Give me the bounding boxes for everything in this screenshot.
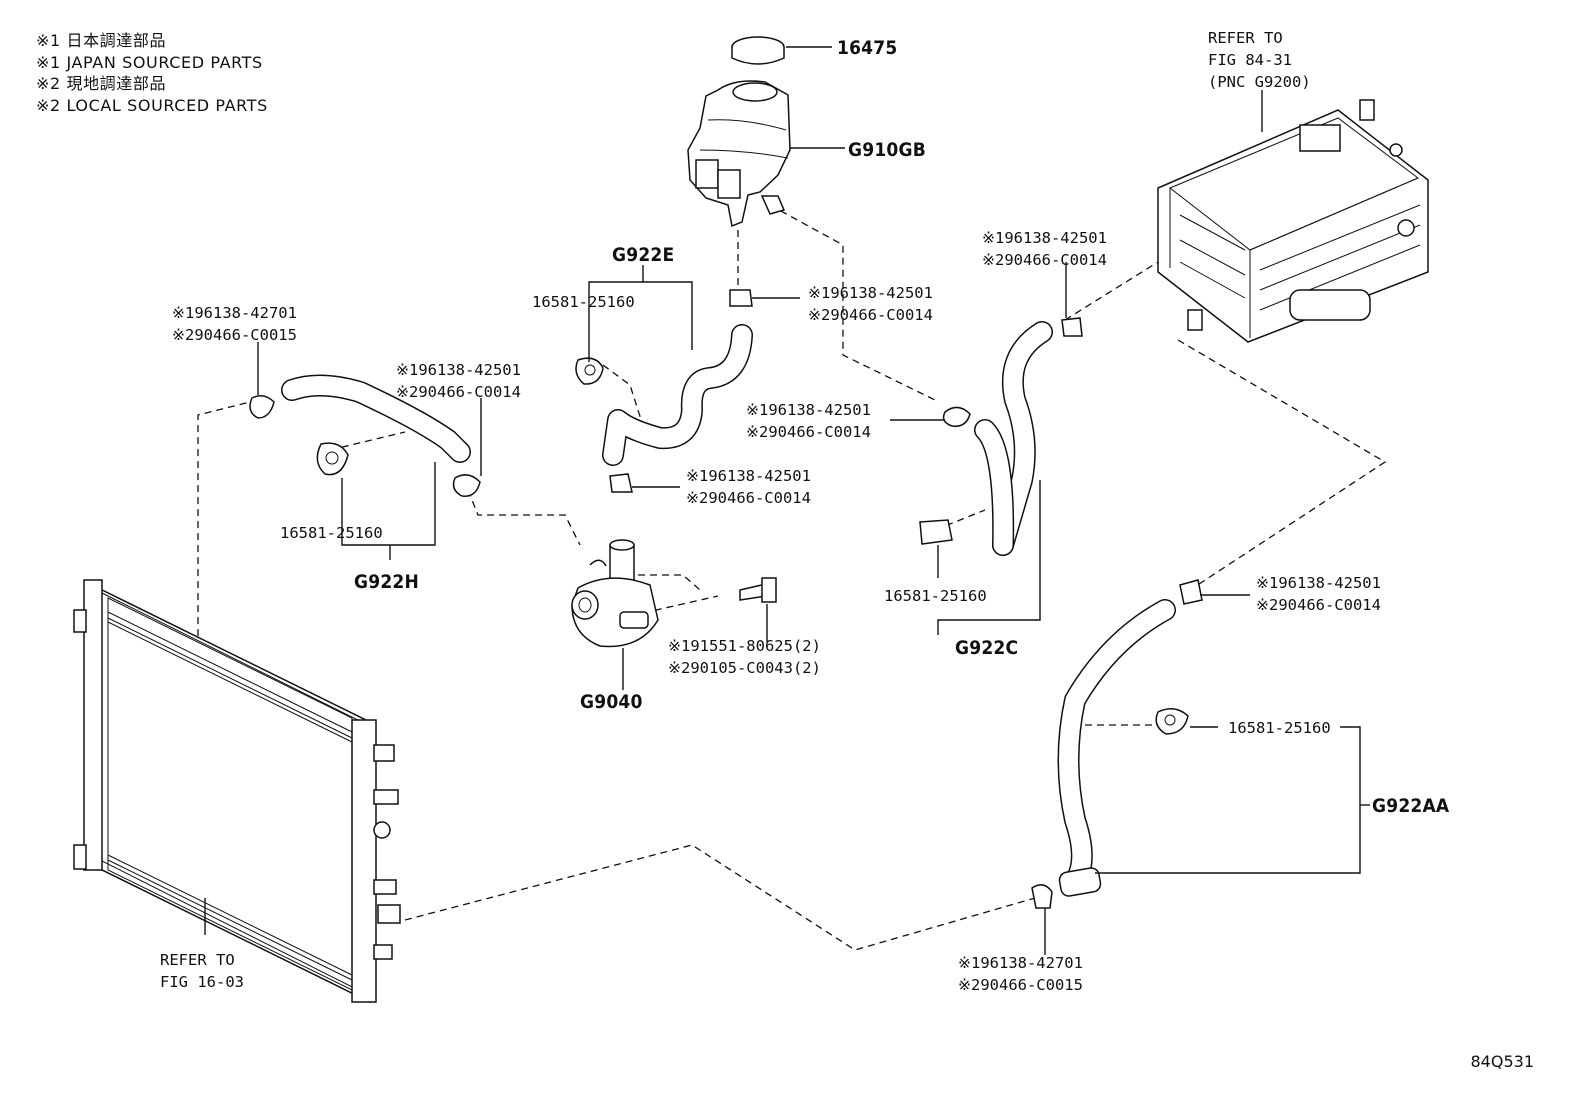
hose-g922e xyxy=(602,324,753,466)
clamp-h-end-local: ※290466-C0014 xyxy=(396,383,521,401)
labels: 16475 G910GB G922E G922H G9040 G922C G92… xyxy=(160,29,1450,994)
part-clip-e: 16581-25160 xyxy=(532,293,635,311)
leaders xyxy=(257,262,1370,955)
pnc-hose-e: G922E xyxy=(612,244,674,266)
reservoir-assembly xyxy=(687,36,845,228)
clamps xyxy=(249,289,1203,909)
ref-inverter-line2: FIG 84-31 xyxy=(1208,51,1292,69)
clamp-inverter-local: ※290466-C0014 xyxy=(982,251,1107,269)
clamp-c-top xyxy=(942,406,971,427)
clamp-aa-top-japan: ※196138-42501 xyxy=(1256,574,1381,592)
clamp-bottom xyxy=(1031,884,1053,909)
bolt-japan: ※191551-80625(2) xyxy=(668,637,821,655)
clamp-radiator-top-local: ※290466-C0015 xyxy=(172,326,297,344)
pnc-hose-c: G922C xyxy=(955,637,1018,659)
sourcing-legend: ※1 日本調達部品 ※1 JAPAN SOURCED PARTS ※2 現地調達… xyxy=(36,30,268,116)
clamp-aa-top-local: ※290466-C0014 xyxy=(1256,596,1381,614)
figure-id: 84Q531 xyxy=(1470,1052,1535,1071)
legend-line: ※1 JAPAN SOURCED PARTS xyxy=(36,52,263,72)
clamp-reservoir-local: ※290466-C0014 xyxy=(808,306,933,324)
pnc-hose-h: G922H xyxy=(354,571,419,593)
clamp-pump-top xyxy=(609,473,633,493)
ref-inverter-line3: (PNC G9200) xyxy=(1208,73,1311,91)
hose-g922c xyxy=(974,321,1053,556)
ref-radiator-line2: FIG 16-03 xyxy=(160,973,244,991)
clamp-h-end xyxy=(452,474,481,497)
clamp-c-top-local: ※290466-C0014 xyxy=(746,423,871,441)
clamp-reservoir xyxy=(729,289,753,307)
clamp-aa-top xyxy=(1179,579,1203,605)
clamp-bottom-japan: ※196138-42701 xyxy=(958,954,1083,972)
bolt-local: ※290105-C0043(2) xyxy=(668,659,821,677)
clip-c xyxy=(919,519,953,545)
part-clip-aa: 16581-25160 xyxy=(1228,719,1331,737)
ref-radiator-line1: REFER TO xyxy=(160,951,235,969)
clamp-h-end-japan: ※196138-42501 xyxy=(396,361,521,379)
clamp-inverter-japan: ※196138-42501 xyxy=(982,229,1107,247)
clamp-reservoir-japan: ※196138-42501 xyxy=(808,284,933,302)
clamp-radiator-top xyxy=(249,395,275,419)
clip-h xyxy=(316,442,349,476)
water-pump xyxy=(571,539,777,690)
hose-g922aa xyxy=(1057,599,1176,897)
legend-line: ※1 日本調達部品 xyxy=(36,31,167,50)
clamp-bottom-local: ※290466-C0015 xyxy=(958,976,1083,994)
inverter-assembly xyxy=(1157,90,1429,343)
legend-line: ※2 現地調達部品 xyxy=(36,74,167,93)
part-clip-c: 16581-25160 xyxy=(884,587,987,605)
clamp-c-top-japan: ※196138-42501 xyxy=(746,401,871,419)
legend-line: ※2 LOCAL SOURCED PARTS xyxy=(36,95,268,115)
clip-aa xyxy=(1155,708,1189,735)
clamp-radiator-top-japan: ※196138-42701 xyxy=(172,304,297,322)
pnc-pump: G9040 xyxy=(580,691,643,713)
hose-g922h xyxy=(281,374,471,463)
clamp-inverter xyxy=(1061,317,1083,337)
pnc-hose-aa: G922AA xyxy=(1372,795,1450,817)
radiator-assembly xyxy=(73,579,401,1004)
clamp-pump-top-local: ※290466-C0014 xyxy=(686,489,811,507)
ref-inverter-line1: REFER TO xyxy=(1208,29,1283,47)
clamp-pump-top-japan: ※196138-42501 xyxy=(686,467,811,485)
part-clip-h: 16581-25160 xyxy=(280,524,383,542)
clip-e xyxy=(575,357,604,385)
pnc-reservoir: G910GB xyxy=(848,139,926,161)
pnc-cap: 16475 xyxy=(837,37,897,59)
